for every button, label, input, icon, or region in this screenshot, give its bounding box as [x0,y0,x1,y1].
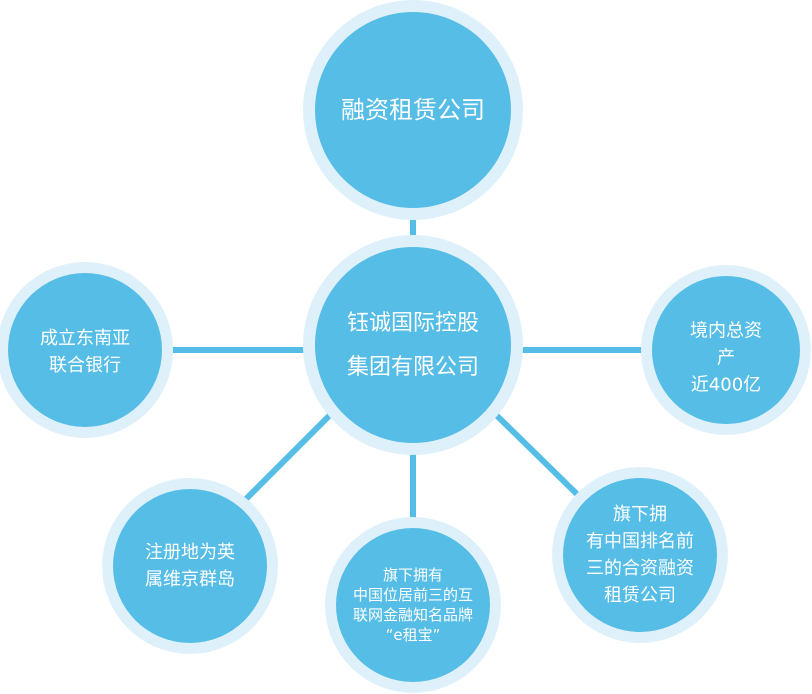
nodes [8,12,800,682]
node-left-label: 成立东南亚 联合银行 [40,328,130,376]
node-bottom-right-label: 旗下拥 有中国排名前 三的合资融资 租赁公司 [586,504,694,606]
node-top-label: 融资租赁公司 [341,96,485,124]
connector-bottom-right [485,404,586,503]
node-top [315,12,511,208]
node-center-label: 钰诚国际控股 集团有限公司 [346,311,480,380]
node-bottom [336,528,490,682]
node-center [315,247,511,443]
node-bottom-label: 旗下拥有 中国位居前三的互 联网金融知名品牌 “e租宝” [352,566,474,644]
node-right [652,276,800,424]
node-left [8,273,162,427]
node-bottom-right [563,478,717,632]
node-bottom-left-label: 注册地为英 属维京群岛 [145,542,235,590]
node-right-label: 境内总资产 近400亿 [690,320,762,396]
node-bottom-left [113,489,267,643]
connector-bottom-left [237,404,341,508]
